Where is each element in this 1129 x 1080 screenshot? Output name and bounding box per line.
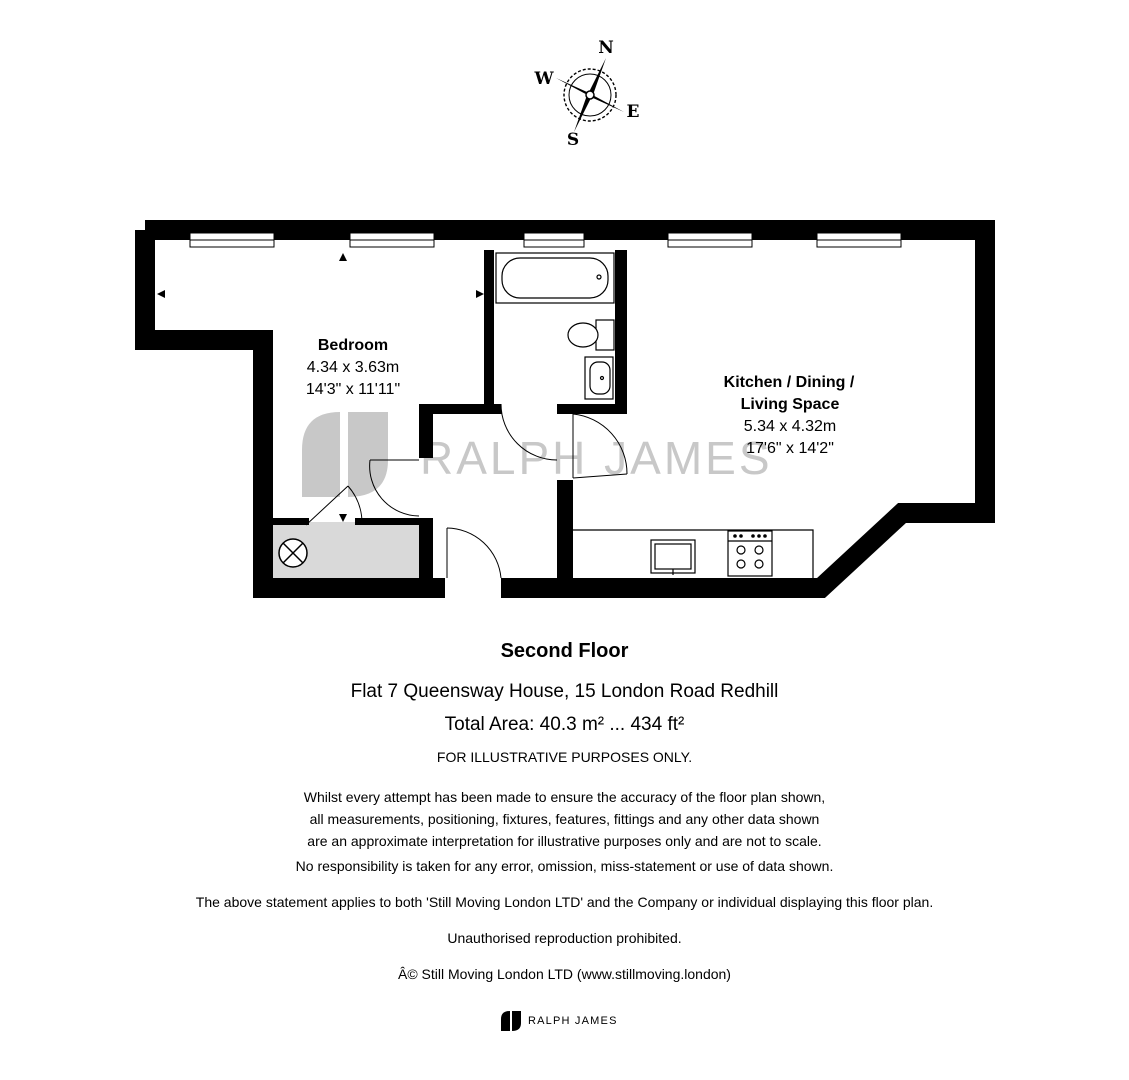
- disclaimer: Whilst every attempt has been made to en…: [0, 786, 1129, 852]
- brand-logo: RALPH JAMES: [500, 1010, 618, 1032]
- boiler-icon: [278, 538, 308, 568]
- inner-walls: [273, 250, 627, 578]
- compass-rose-icon: N S E W: [533, 38, 639, 150]
- kitchen-counter: [573, 529, 814, 578]
- bathtub-icon: [495, 252, 615, 304]
- responsibility-notice: No responsibility is taken for any error…: [295, 858, 834, 874]
- brand-name: RALPH JAMES: [528, 1015, 618, 1027]
- kitchen-metric: 5.34 x 4.32m: [744, 418, 837, 435]
- kitchen-label: Kitchen / Dining / Living Space 5.34 x 4…: [724, 374, 855, 457]
- floor-plan: N S E W RALPH JAMES: [135, 38, 995, 598]
- sink-icon: [650, 539, 696, 575]
- watermark: RALPH JAMES: [302, 412, 773, 497]
- kitchen-name-line2: Living Space: [741, 396, 840, 413]
- property-address: Flat 7 Queensway House, 15 London Road R…: [350, 681, 779, 702]
- kitchen-imperial: 17'6" x 14'2": [746, 440, 834, 457]
- copyright-notice: Â© Still Moving London LTD (www.stillmov…: [398, 966, 731, 982]
- unauthorised-notice: Unauthorised reproduction prohibited.: [447, 930, 682, 946]
- bedroom-label: Bedroom 4.34 x 3.63m 14'3" x 11'11": [306, 337, 400, 398]
- disclaimer-line-1: Whilst every attempt has been made to en…: [303, 789, 826, 805]
- compass-west-label: W: [533, 69, 554, 89]
- hob-icon: [727, 530, 773, 577]
- disclaimer-line-3: are an approximate interpretation for il…: [307, 833, 822, 849]
- applies-notice: The above statement applies to both 'Sti…: [195, 894, 934, 910]
- compass-east-label: E: [627, 102, 640, 122]
- measurement-arrows: [157, 253, 484, 522]
- illustrative-notice: FOR ILLUSTRATIVE PURPOSES ONLY.: [436, 749, 693, 765]
- total-area: Total Area: 40.3 m² ... 434 ft²: [444, 714, 685, 735]
- bedroom-name: Bedroom: [318, 337, 388, 354]
- kitchen-name-line1: Kitchen / Dining /: [724, 374, 855, 391]
- bedroom-metric: 4.34 x 3.63m: [307, 359, 400, 376]
- outer-walls: [135, 220, 995, 598]
- ralph-james-logo-icon: [501, 1011, 521, 1031]
- basin-icon: [584, 356, 614, 400]
- toilet-icon: [567, 319, 615, 351]
- compass-north-label: N: [598, 38, 614, 58]
- doors: [305, 403, 628, 579]
- bedroom-imperial: 14'3" x 11'11": [306, 381, 400, 398]
- disclaimer-line-2: all measurements, positioning, fixtures,…: [309, 811, 820, 827]
- floor-title: Second Floor: [500, 640, 629, 662]
- compass-south-label: S: [567, 130, 579, 150]
- watermark-text: RALPH JAMES: [420, 432, 773, 484]
